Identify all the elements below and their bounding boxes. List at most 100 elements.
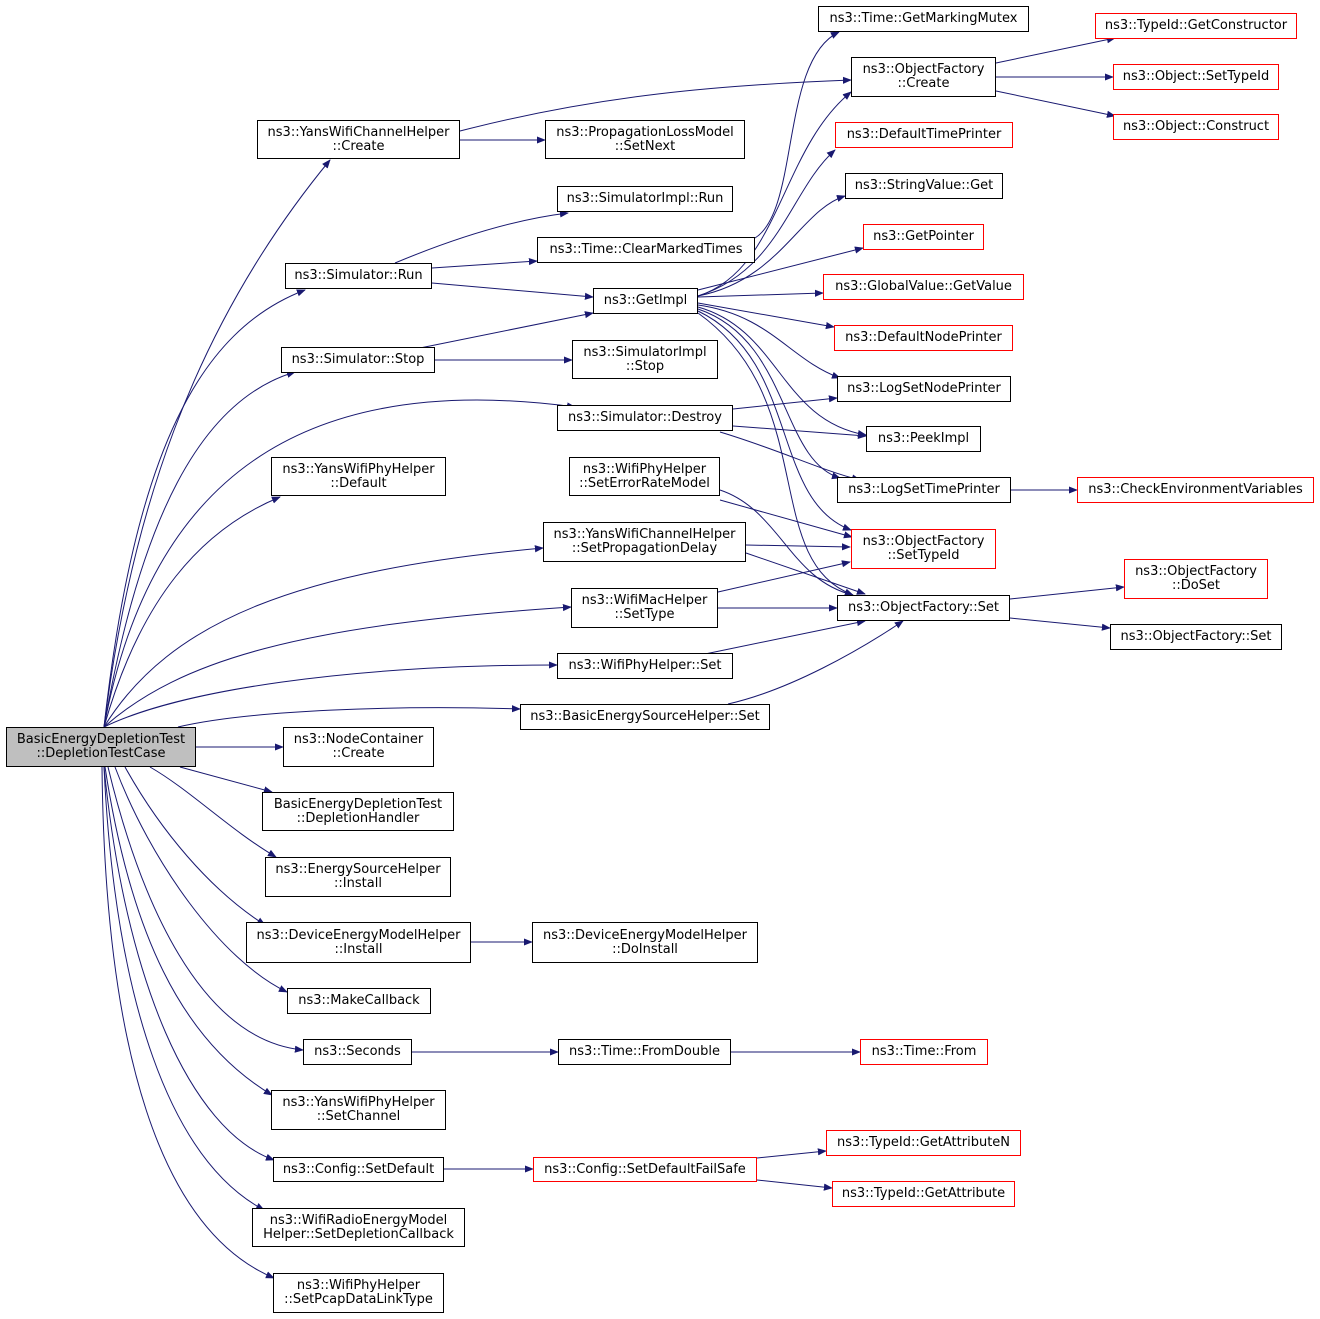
edge-root-deviceenergy-install — [124, 766, 266, 926]
node-time-fromdouble[interactable]: ns3::Time::FromDouble — [558, 1039, 731, 1065]
node-simulator-run[interactable]: ns3::Simulator::Run — [285, 263, 432, 289]
edge-failsafe-getattributen — [756, 1148, 827, 1159]
edge-getimpl-globalvalue — [697, 289, 824, 298]
node-yans-channel-setprop[interactable]: ns3::YansWifiChannelHelper ::SetPropagat… — [543, 522, 746, 562]
node-object-construct[interactable]: ns3::Object::Construct — [1113, 114, 1279, 140]
node-logsetnodeprinter[interactable]: ns3::LogSetNodePrinter — [837, 376, 1011, 402]
node-check-environment-variables[interactable]: ns3::CheckEnvironmentVariables — [1077, 477, 1314, 503]
edge-root-yans-channel-setprop — [103, 545, 544, 728]
edge-simrun-getimpl — [431, 282, 594, 300]
node-deviceenergy-install[interactable]: ns3::DeviceEnergyModelHelper ::Install — [246, 922, 471, 963]
edge-root-wifiphy-setpcap — [101, 766, 275, 1279]
node-wifiradio-setdepletion[interactable]: ns3::WifiRadioEnergyModel Helper::SetDep… — [252, 1208, 465, 1247]
node-config-setdefaultfailsafe[interactable]: ns3::Config::SetDefaultFailSafe — [533, 1157, 757, 1182]
node-wifimac-settype[interactable]: ns3::WifiMacHelper ::SetType — [571, 588, 718, 628]
node-default-timeprinter[interactable]: ns3::DefaultTimePrinter — [835, 122, 1013, 148]
node-objfactory-set[interactable]: ns3::ObjectFactory::Set — [837, 595, 1010, 621]
edge-setprop-objfactory-set — [745, 552, 866, 595]
node-simimpl-stop[interactable]: ns3::SimulatorImpl ::Stop — [572, 340, 718, 379]
node-yans-channel-create[interactable]: ns3::YansWifiChannelHelper ::Create — [257, 120, 460, 159]
edge-destroy-peekimpl — [732, 425, 867, 439]
node-config-setdefault[interactable]: ns3::Config::SetDefault — [273, 1157, 444, 1182]
edge-root-seconds — [107, 766, 304, 1053]
node-wifiphy-set[interactable]: ns3::WifiPhyHelper::Set — [557, 653, 733, 679]
edge-getimpl-peekimpl — [697, 306, 867, 438]
node-objfactory-set-2[interactable]: ns3::ObjectFactory::Set — [1110, 624, 1282, 650]
edge-getimpl-default-nodeprinter — [697, 302, 835, 330]
edge-getimpl-default-timeprinter — [697, 149, 836, 297]
edge-wifimac-settypeid — [717, 560, 851, 593]
node-seconds[interactable]: ns3::Seconds — [303, 1039, 412, 1065]
edge-getimpl-logsettime — [697, 308, 841, 480]
node-simimpl-run[interactable]: ns3::SimulatorImpl::Run — [557, 186, 733, 212]
edge-basicenergy-objfactory-set — [727, 620, 904, 705]
edge-root-yans-channel-create — [103, 159, 331, 728]
edge-getimpl-objfactory-create — [697, 91, 852, 297]
node-logsettimeprinter[interactable]: ns3::LogSetTimePrinter — [837, 477, 1011, 503]
edge-simrun-clearmarked — [431, 257, 538, 269]
node-globalvalue-getvalue[interactable]: ns3::GlobalValue::GetValue — [823, 274, 1024, 300]
edge-root-basic-energy-set — [177, 705, 521, 728]
edge-root-energysource-install — [149, 766, 277, 858]
edge-root-sim-stop — [103, 370, 296, 728]
edge-root-yans-phy-default — [103, 496, 281, 728]
node-deviceenergy-doinstall[interactable]: ns3::DeviceEnergyModelHelper ::DoInstall — [532, 922, 758, 963]
edge-objset-doset — [1009, 584, 1125, 600]
node-simulator-stop[interactable]: ns3::Simulator::Stop — [281, 347, 435, 373]
edge-yanscreate-objfactory-create — [459, 76, 852, 132]
node-basic-energy-set[interactable]: ns3::BasicEnergySourceHelper::Set — [520, 704, 770, 730]
node-typeid-getattributen[interactable]: ns3::TypeId::GetAttributeN — [826, 1130, 1021, 1156]
edge-root-wifimac-settype — [103, 603, 572, 728]
node-typeid-getattribute[interactable]: ns3::TypeId::GetAttribute — [832, 1181, 1015, 1207]
edge-destroy-logsettime — [719, 431, 861, 482]
edge-seterror-settypeid — [719, 499, 853, 539]
node-wifiphy-setpcap[interactable]: ns3::WifiPhyHelper ::SetPcapDataLinkType — [273, 1273, 444, 1313]
node-nodecontainer-create[interactable]: ns3::NodeContainer ::Create — [283, 727, 434, 767]
node-object-settypeid[interactable]: ns3::Object::SetTypeId — [1113, 64, 1279, 90]
edge-root-wifiphy-set — [103, 661, 558, 728]
edge-setprop-settypeid — [745, 543, 851, 551]
node-default-nodeprinter[interactable]: ns3::DefaultNodePrinter — [834, 325, 1013, 351]
edge-create-getconstructor — [995, 36, 1116, 64]
edge-getimpl-getpointer — [697, 246, 864, 291]
node-objfactory-settypeid[interactable]: ns3::ObjectFactory ::SetTypeId — [851, 529, 996, 569]
edge-simrun-simimpl-run — [394, 210, 569, 264]
node-time-getmarkingmutex[interactable]: ns3::Time::GetMarkingMutex — [818, 6, 1029, 32]
node-propagation-setnext[interactable]: ns3::PropagationLossModel ::SetNext — [545, 120, 745, 159]
node-wifiphy-seterror[interactable]: ns3::WifiPhyHelper ::SetErrorRateModel — [569, 457, 720, 496]
node-time-clearmarked[interactable]: ns3::Time::ClearMarkedTimes — [537, 237, 755, 263]
edge-root-config-setdefault — [103, 766, 275, 1161]
node-getimpl[interactable]: ns3::GetImpl — [593, 288, 698, 314]
edge-root-sim-run — [103, 289, 306, 728]
edge-clearmarked-getmarkingmutex — [754, 31, 840, 239]
node-root: BasicEnergyDepletionTest ::DepletionTest… — [6, 727, 196, 767]
node-time-from[interactable]: ns3::Time::From — [860, 1039, 988, 1065]
edge-wifiphyset-objfactory-set — [704, 619, 866, 655]
node-typeid-getconstructor[interactable]: ns3::TypeId::GetConstructor — [1095, 13, 1297, 39]
edge-objset-objset2 — [1009, 617, 1111, 631]
edge-failsafe-getattribute — [756, 1179, 833, 1191]
edge-root-sim-destroy — [103, 399, 576, 728]
edge-getimpl-stringvalue-get — [697, 194, 846, 297]
node-stringvalue-get[interactable]: ns3::StringValue::Get — [845, 173, 1003, 199]
node-objfactory-create[interactable]: ns3::ObjectFactory ::Create — [851, 57, 996, 97]
edge-root-wifiradio-setdepletion — [103, 766, 265, 1211]
node-simulator-destroy[interactable]: ns3::Simulator::Destroy — [557, 405, 733, 431]
edge-getimpl-logsetnode — [697, 304, 841, 379]
node-makecallback[interactable]: ns3::MakeCallback — [287, 988, 431, 1014]
edge-seterror-objfactory-set — [719, 489, 854, 597]
node-peekimpl[interactable]: ns3::PeekImpl — [866, 426, 981, 452]
edge-destroy-logsetnode — [732, 395, 838, 410]
node-yans-phy-setchannel[interactable]: ns3::YansWifiPhyHelper ::SetChannel — [271, 1090, 446, 1130]
edge-create-object-construct — [995, 90, 1116, 118]
edge-root-yans-phy-setchannel — [104, 766, 273, 1096]
node-yans-phy-default[interactable]: ns3::YansWifiPhyHelper ::Default — [271, 457, 446, 496]
node-depletion-handler[interactable]: BasicEnergyDepletionTest ::DepletionHand… — [262, 792, 454, 831]
edge-root-depletion-handler — [179, 766, 273, 794]
node-getpointer[interactable]: ns3::GetPointer — [863, 224, 984, 250]
node-objfactory-doset[interactable]: ns3::ObjectFactory ::DoSet — [1124, 559, 1268, 599]
node-energysource-install[interactable]: ns3::EnergySourceHelper ::Install — [265, 857, 451, 897]
edge-getimpl-objfactory-settypeid — [697, 310, 852, 531]
